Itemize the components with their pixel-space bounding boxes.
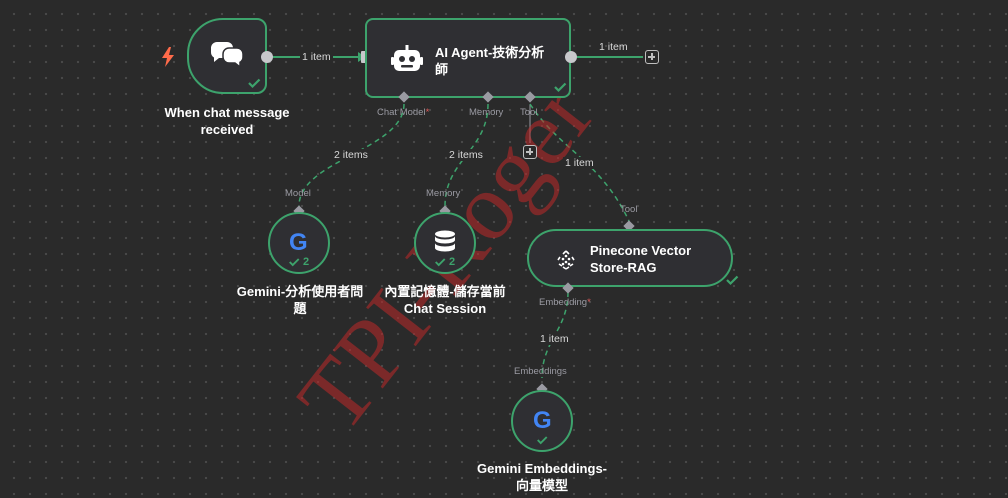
- success-check-icon: [554, 82, 567, 93]
- tool-input-label: Tool: [620, 204, 638, 215]
- pinecone-title: Pinecone Vector Store-RAG: [590, 243, 692, 275]
- embeddings-input-label: Embeddings: [514, 366, 567, 377]
- chat-model-port-label: Chat Model*: [377, 107, 430, 118]
- ai-agent-node[interactable]: AI Agent-技術分析 師: [365, 18, 571, 98]
- memory-input-label: Memory: [426, 188, 461, 199]
- memory-edge-label: 2 items: [447, 149, 485, 161]
- pinecone-icon: [557, 250, 575, 270]
- memory-title: 內置記憶體-儲存當前 Chat Session: [384, 284, 506, 316]
- tool-edge[interactable]: [529, 103, 630, 222]
- memory-node[interactable]: 2: [414, 212, 476, 274]
- google-g-icon: G: [289, 229, 308, 256]
- chat-bubbles-icon: [210, 42, 244, 69]
- success-check-icon: [289, 258, 300, 267]
- model-edge-label: 2 items: [332, 149, 370, 161]
- tool-port-label: Tool: [520, 107, 538, 118]
- gemini-model-node[interactable]: G 2: [268, 212, 330, 274]
- agent-input-handle[interactable]: [361, 51, 368, 63]
- success-check-icon: [726, 275, 739, 286]
- add-tool-button[interactable]: [523, 145, 537, 159]
- embedding-port-label: Embedding*: [539, 297, 591, 308]
- gemini-embeddings-node[interactable]: G: [511, 390, 573, 452]
- success-check-icon: [435, 258, 446, 267]
- gemini-embeddings-title: Gemini Embeddings- 向量模型: [476, 461, 607, 493]
- memory-port-label: Memory: [469, 107, 504, 118]
- robot-icon: [391, 45, 423, 71]
- success-check-icon: [537, 436, 548, 445]
- model-input-label: Model: [285, 188, 311, 199]
- google-g-icon: G: [533, 407, 552, 434]
- trigger-title: When chat message received: [164, 105, 290, 137]
- agent-output-handle[interactable]: [565, 51, 577, 63]
- chat-trigger-node[interactable]: [187, 18, 267, 94]
- embedding-edge-label: 1 item: [538, 333, 571, 345]
- success-check-icon: [248, 78, 261, 89]
- run-count-badge: 2: [449, 256, 456, 268]
- trigger-bolt-icon: [162, 47, 174, 67]
- pinecone-vector-store-node[interactable]: Pinecone Vector Store-RAG: [527, 229, 733, 287]
- trigger-output-handle[interactable]: [261, 51, 273, 63]
- trigger-agent-edge-label: 1 item: [300, 51, 333, 63]
- database-icon: [435, 230, 455, 252]
- gemini-model-title: Gemini-分析使用者問 題: [236, 284, 364, 316]
- tool-edge-label: 1 item: [563, 157, 596, 169]
- agent-title: AI Agent-技術分析 師: [435, 45, 545, 77]
- agent-output-edge-label: 1 item: [599, 41, 628, 53]
- agent-add-next-button[interactable]: [645, 50, 659, 64]
- run-count-badge: 2: [303, 256, 310, 268]
